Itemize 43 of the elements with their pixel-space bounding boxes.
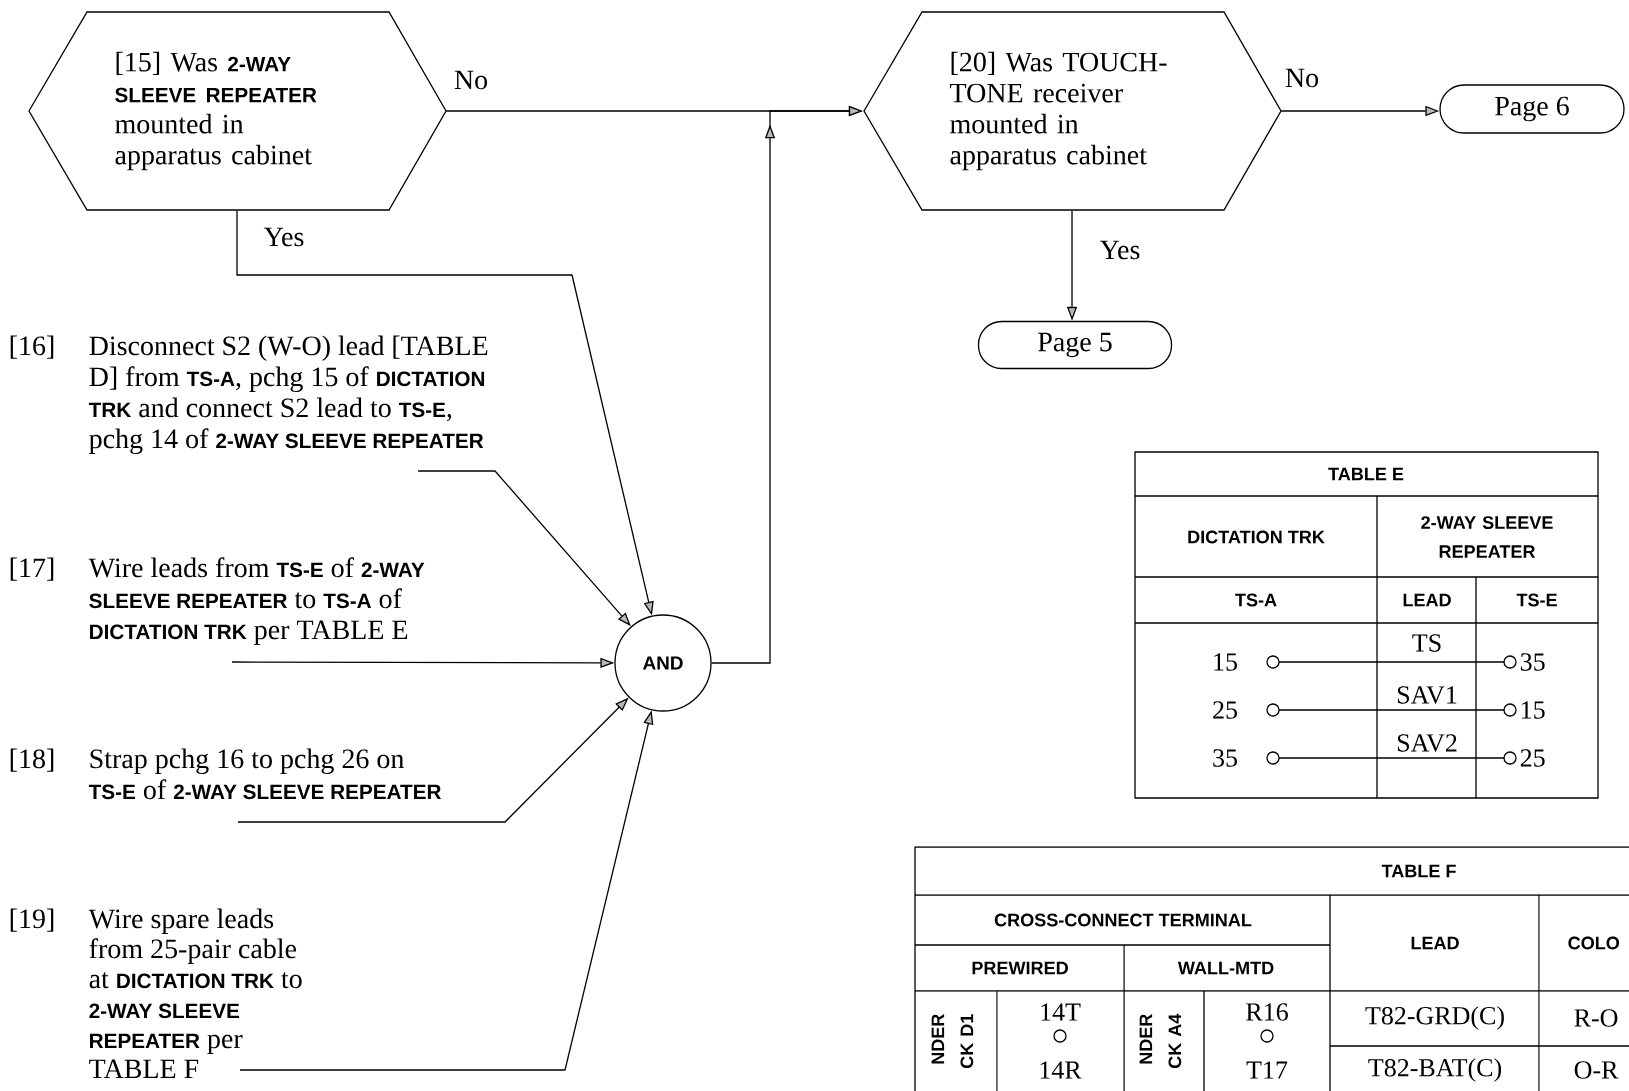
step-text: [19] Wire spare leads from 25-pair cable at DICTATION TRK to 2-WAY SLEEVE REPEATER per TABLE F: [10, 908, 302, 1079]
step-text: [16] Disconnect S2 (W-O) lead [TABLE D] from TS-A, pchg 15 of DICTATION TRK and connect S2 lead to TS-E, pchg 14 of 2-WAY SLEEVE REPEATER: [10, 335, 488, 455]
table-cell: T82-GRD(C): [1365, 1006, 1504, 1030]
table-cell: R16: [1246, 1003, 1288, 1021]
table-header: PREWIRED: [972, 961, 1068, 975]
table-cell: T17: [1246, 1061, 1288, 1079]
table-header: TS-E: [1516, 593, 1557, 607]
table-cell: 15: [1214, 653, 1237, 671]
table-cell: SAV2: [1397, 734, 1457, 752]
table-header: WALL-MTD: [1177, 961, 1274, 975]
edge-label: Yes: [262, 226, 306, 248]
step-text: [18] Strap pchg 16 to pchg 26 on TS-E of 2-WAY SLEEVE REPEATER: [10, 748, 442, 800]
table-header: TABLE E: [1328, 467, 1404, 481]
edge-label: No: [1283, 67, 1321, 89]
table-header: TS-A: [1235, 593, 1277, 607]
table-cell: 14R: [1040, 1061, 1082, 1079]
table-header: CROSS-CONNECT TERMINAL: [994, 913, 1252, 927]
table-header: LEAD: [1403, 593, 1451, 607]
decision-hexagon: [15] Was 2-WAY SLEEVE REPEATER mounted in apparatus cabinet: [28, 11, 447, 211]
table-header: 2-WAY SLEEVE REPEATER: [1421, 516, 1553, 558]
table-cell: 35: [1520, 653, 1545, 671]
table-cell: R-O: [1574, 1009, 1618, 1027]
table-cell: 15: [1521, 701, 1545, 719]
table-cell: 25: [1520, 749, 1545, 767]
table-header: LEAD: [1411, 936, 1459, 950]
table-header: COLO: [1568, 936, 1620, 950]
table-cell: TS: [1412, 634, 1441, 652]
table-cell: O-R: [1574, 1061, 1619, 1079]
table-header: DICTATION TRK: [1188, 530, 1325, 544]
terminal-box: Page 6: [1439, 84, 1625, 134]
table-cell: 35: [1213, 749, 1237, 767]
terminal-box: Page 5: [977, 320, 1173, 370]
decision-hexagon: [20] Was TOUCH-TONE receiver mounted in apparatus cabinet: [863, 11, 1282, 211]
edge-label: Yes: [1098, 239, 1142, 261]
table-header: TABLE F: [1381, 864, 1456, 878]
table-cell: SAV1: [1397, 686, 1457, 704]
table-cell: 14T: [1041, 1003, 1081, 1021]
step-text: [17] Wire leads from TS-E of 2-WAY SLEEVE REPEATER to TS-A of DICTATION TRK per TABLE E: [10, 557, 425, 645]
table-header: NDER CK D1: [931, 1014, 974, 1069]
table-header: NDER CK A4: [1139, 1013, 1182, 1069]
table-cell: T82-BAT(C): [1368, 1058, 1502, 1082]
edge-label: No: [452, 69, 490, 91]
table-cell: 25: [1213, 701, 1237, 719]
